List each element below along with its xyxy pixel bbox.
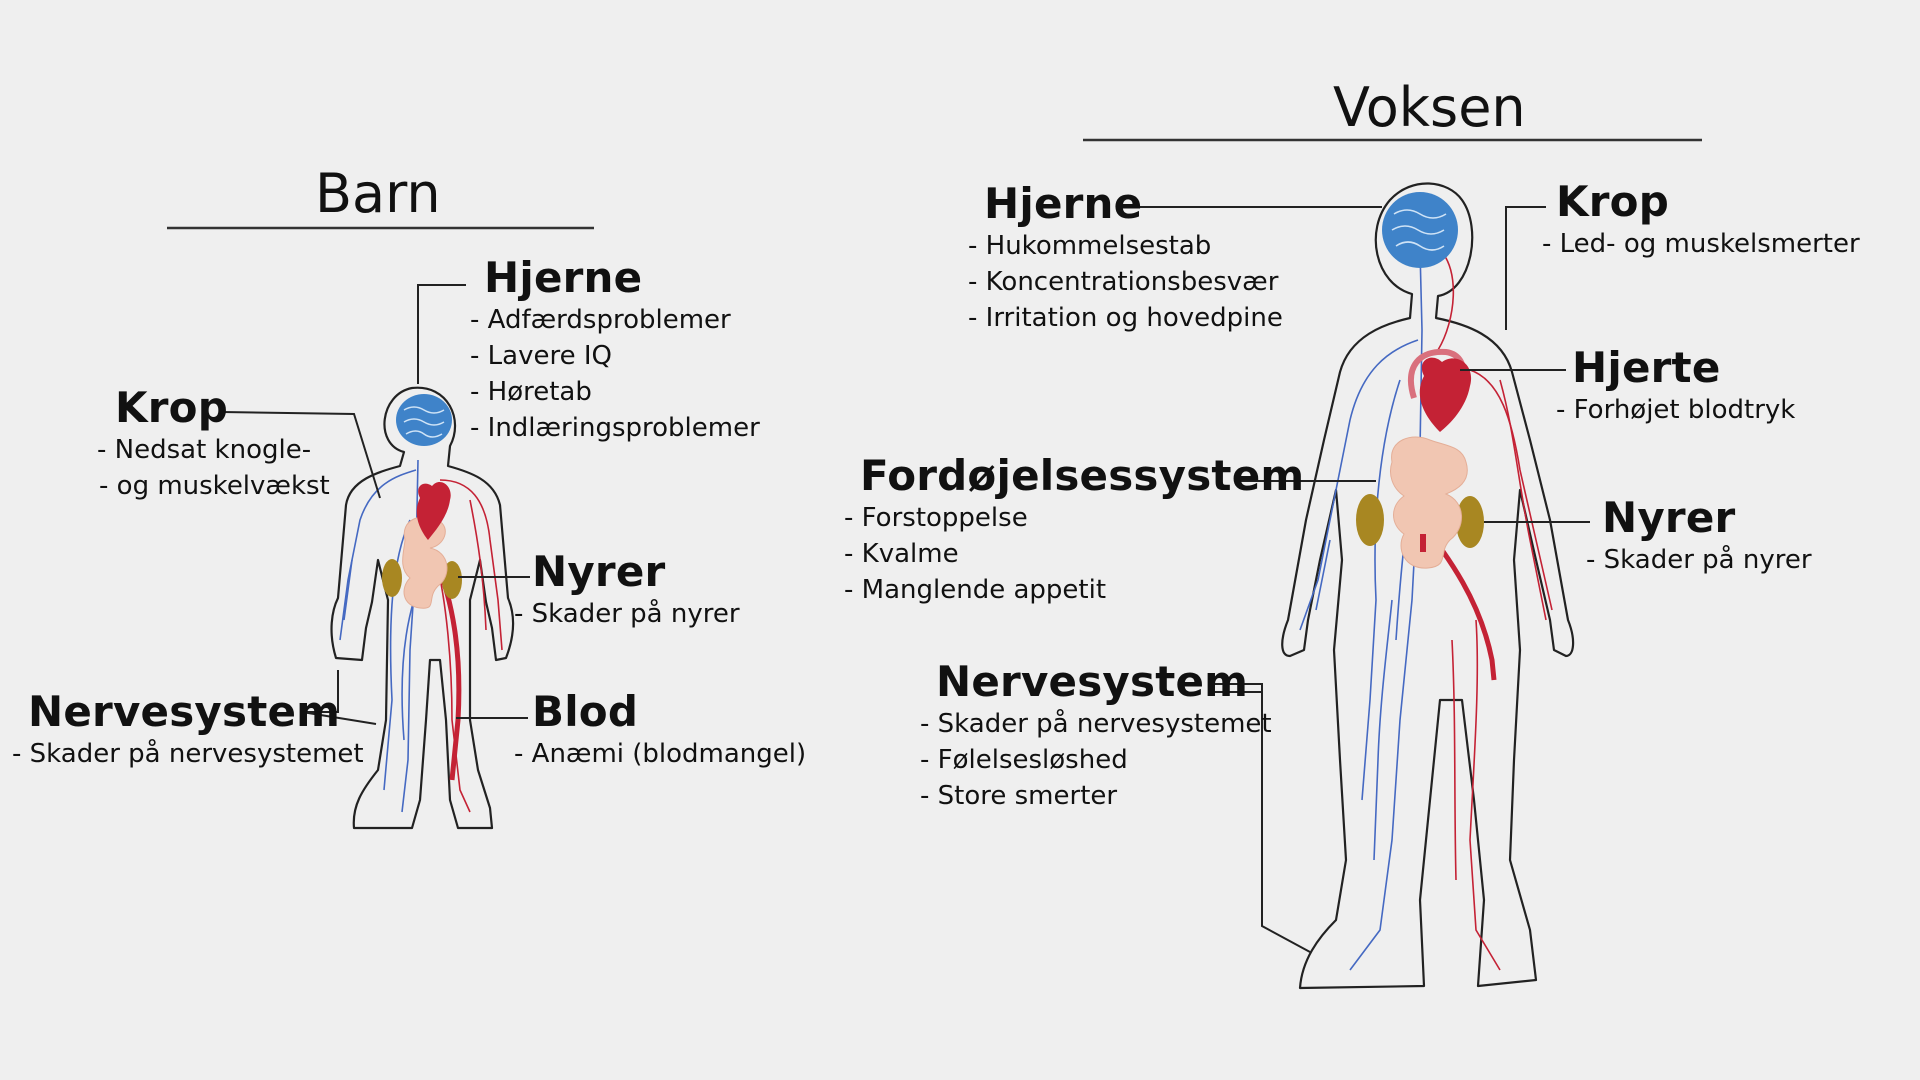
list-item: Adfærdsproblemer	[470, 302, 760, 338]
child-body-outline	[330, 386, 515, 830]
list-item: Irritation og hovedpine	[968, 300, 1283, 336]
child-krop-list: Nedsat knogle- og muskelvækst	[97, 432, 330, 504]
adult-hjerne-label: Hjerne Hukommelsestab Koncentrationsbesv…	[968, 182, 1283, 336]
list-item: Manglende appetit	[844, 572, 1304, 608]
list-item: Indlæringsproblemer	[470, 410, 760, 446]
list-item: Skader på nyrer	[514, 596, 740, 632]
child-hjerne-list: Adfærdsproblemer Lavere IQ Høretab Indlæ…	[470, 302, 760, 446]
adult-hjerne-heading: Hjerne	[984, 179, 1143, 228]
adult-nervesystem-heading: Nervesystem	[936, 657, 1249, 706]
child-kidney-left-icon	[382, 559, 402, 597]
list-item: Forstoppelse	[844, 500, 1304, 536]
adult-fordojelse-heading: Fordøjelsessystem	[860, 451, 1305, 500]
list-item: Koncentrationsbesvær	[968, 264, 1283, 300]
adult-bladder-mark	[1420, 534, 1426, 552]
list-item: Nedsat knogle-	[97, 432, 330, 468]
child-nyrer-label: Nyrer Skader på nyrer	[514, 550, 740, 632]
adult-krop-leader	[1505, 206, 1546, 330]
adult-leader-lines	[1137, 206, 1590, 953]
adult-hjerte-heading: Hjerte	[1572, 343, 1721, 392]
child-blod-label: Blod Anæmi (blodmangel)	[514, 687, 807, 772]
adult-digestive-system-icon	[1390, 436, 1468, 569]
child-nervesystem-label: Nervesystem Skader på nervesystemet	[12, 690, 364, 772]
list-item: Følelsesløshed	[920, 742, 1272, 778]
child-nyrer-list: Skader på nyrer	[514, 596, 740, 632]
adult-krop-list: Led- og muskelsmerter	[1542, 226, 1860, 262]
list-item: Høretab	[470, 374, 760, 410]
adult-title: Voksen	[1333, 76, 1526, 139]
list-item: Anæmi (blodmangel)	[514, 736, 807, 772]
list-item: Skader på nervesystemet	[12, 736, 364, 772]
adult-nervesystem-label: Nervesystem Skader på nervesystemet Føle…	[920, 660, 1272, 814]
child-nervesystem-list: Skader på nervesystemet	[12, 736, 364, 772]
adult-kidney-right-icon	[1456, 496, 1484, 548]
child-hjerne-leader	[417, 284, 466, 384]
adult-krop-heading: Krop	[1556, 177, 1669, 226]
list-item: Skader på nyrer	[1586, 542, 1812, 578]
child-blod-heading: Blod	[532, 687, 639, 736]
list-item: og muskelvækst	[97, 468, 330, 504]
adult-body-outline	[1281, 182, 1575, 990]
list-item: Lavere IQ	[470, 338, 760, 374]
adult-brain-icon	[1382, 192, 1458, 268]
list-item: Forhøjet blodtryk	[1556, 392, 1796, 428]
adult-hjerte-list: Forhøjet blodtryk	[1556, 392, 1796, 428]
list-item: Hukommelsestab	[968, 228, 1283, 264]
child-nervesystem-leader	[301, 670, 377, 725]
adult-nervesystem-list: Skader på nervesystemet Følelsesløshed S…	[920, 706, 1272, 814]
adult-fordojelse-label: Fordøjelsessystem Forstoppelse Kvalme Ma…	[844, 454, 1304, 608]
adult-fordojelse-list: Forstoppelse Kvalme Manglende appetit	[844, 500, 1304, 608]
child-body-figure	[330, 386, 515, 830]
child-heart-icon	[416, 481, 451, 540]
child-krop-heading: Krop	[115, 383, 228, 432]
child-nyrer-heading: Nyrer	[532, 547, 666, 596]
adult-krop-label: Krop Led- og muskelsmerter	[1542, 180, 1860, 262]
list-item: Kvalme	[844, 536, 1304, 572]
adult-veins	[1299, 249, 1423, 971]
adult-body-figure	[1281, 182, 1575, 990]
list-item: Skader på nervesystemet	[920, 706, 1272, 742]
list-item: Store smerter	[920, 778, 1272, 814]
child-brain-icon	[396, 394, 452, 446]
child-nervesystem-heading: Nervesystem	[28, 687, 341, 736]
adult-heart-icon	[1419, 357, 1472, 432]
adult-kidney-left-icon	[1356, 494, 1384, 546]
adult-hjerne-list: Hukommelsestab Koncentrationsbesvær Irri…	[968, 228, 1283, 336]
adult-hjerte-label: Hjerte Forhøjet blodtryk	[1556, 346, 1795, 428]
child-blod-list: Anæmi (blodmangel)	[514, 736, 807, 772]
adult-arteries	[1437, 249, 1553, 971]
child-hjerne-label: Hjerne Adfærdsproblemer Lavere IQ Høreta…	[470, 256, 760, 446]
child-title: Barn	[315, 162, 441, 225]
adult-nyrer-list: Skader på nyrer	[1586, 542, 1812, 578]
child-hjerne-heading: Hjerne	[484, 253, 643, 302]
child-krop-leader	[221, 411, 381, 499]
child-leader-lines	[221, 284, 530, 725]
list-item: Led- og muskelsmerter	[1542, 226, 1860, 262]
child-krop-label: Krop Nedsat knogle- og muskelvækst	[97, 386, 330, 504]
adult-nyrer-heading: Nyrer	[1602, 493, 1736, 542]
adult-nyrer-label: Nyrer Skader på nyrer	[1586, 496, 1812, 578]
